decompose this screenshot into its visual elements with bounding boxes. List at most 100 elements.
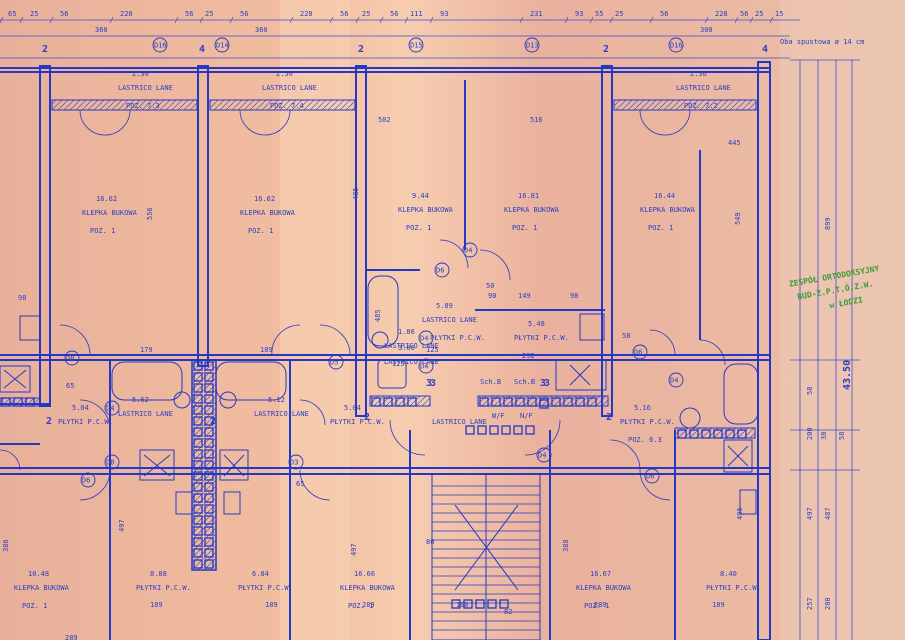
dimension-label: 98: [570, 292, 578, 300]
door-tag-circle: [64, 350, 80, 366]
room-label: LASTRICO LANE: [118, 84, 173, 92]
vent-block: [551, 397, 561, 407]
door-tag-circle: [104, 454, 120, 470]
vent-block: [193, 493, 203, 503]
door-tag-label: D8: [66, 355, 74, 363]
door-tag-circle: [418, 358, 434, 374]
room-label: KLEPKA BUKOWA: [340, 584, 396, 592]
dimension-label: 100: [456, 601, 469, 609]
room-position: POZ. 1: [648, 224, 673, 232]
door-tag-label: D8: [106, 459, 114, 467]
dimension-tick: [379, 16, 384, 24]
second-dimension-label: 300: [700, 26, 713, 34]
vertical-dimension-label: 43.50: [842, 360, 853, 390]
door-tag-circle: [462, 242, 478, 258]
door-tag-circle: [524, 37, 540, 53]
room-position: PŁYTKI P.C.W.: [430, 334, 485, 342]
dimension-label: 82: [504, 608, 512, 616]
vertical-dimension-label: 58: [838, 432, 846, 440]
room-area: 5.48: [528, 320, 545, 328]
axis-marker-label: 4: [762, 44, 768, 55]
top-dimension-label: 15: [775, 10, 783, 18]
door-tag-label: D6: [634, 349, 642, 357]
dimension-label: 189: [260, 346, 273, 354]
vent-block: [204, 559, 214, 569]
vent-block: [193, 482, 203, 492]
dimension-label: 80: [426, 538, 434, 546]
vent-block: [563, 397, 573, 407]
dimension-tick: [649, 16, 654, 24]
dimension-tick: [109, 16, 114, 24]
door-tag-circle: [408, 37, 424, 53]
axis-marker-label: 4: [199, 44, 205, 55]
vent-block: [204, 471, 214, 481]
dimension-label: 289: [362, 601, 375, 609]
door-tag-label: D3: [290, 459, 298, 467]
top-dimension-label: 231: [530, 10, 543, 18]
vent-block: [204, 383, 214, 393]
axis-marker-label: 2: [358, 44, 364, 55]
stair-treads: [432, 485, 540, 631]
section-mark: 3: [540, 378, 546, 389]
section-mark: 2: [210, 416, 216, 427]
top-dimension-lines: [0, 19, 800, 59]
room-label: PŁYTKI P.C.W.: [706, 584, 761, 592]
room-position: POZ. 7.4: [270, 102, 304, 110]
axis-marker-label: 2: [42, 44, 48, 55]
door-tag-circle: [418, 330, 434, 346]
vent-block: [465, 425, 475, 435]
door-tag-circle: [644, 468, 660, 484]
vent-block: [204, 427, 214, 437]
room-area: 16.62: [254, 195, 275, 203]
vent-block: [193, 383, 203, 393]
dimension-label: 50: [486, 282, 494, 290]
door-tag-label: D5: [330, 359, 338, 367]
room-label: PŁYTKI P.C.W.: [620, 418, 675, 426]
top-dimension-label: 56: [185, 10, 193, 18]
room-position: 292: [522, 352, 535, 360]
vertical-dimension-label: 497: [806, 507, 814, 520]
dimension-tick: [49, 16, 54, 24]
dimension-tick: [429, 16, 434, 24]
vent-block: [204, 416, 214, 426]
room-position: POZ. 1: [90, 227, 115, 235]
top-dimension-label: 93: [575, 10, 583, 18]
room-position: POZ. 1: [406, 224, 431, 232]
fixture-flag: N/F: [520, 412, 533, 420]
room-label: KLEPKA BUKOWA: [640, 206, 696, 214]
vent-blocks: [1, 361, 747, 609]
axis-marker-label: 2: [603, 44, 609, 55]
vent-block: [204, 460, 214, 470]
section-mark: 3: [544, 378, 550, 389]
room-label: LASTRICO LANE: [254, 410, 309, 418]
vent-block: [1, 397, 11, 407]
top-dimension-label: 111: [410, 10, 423, 18]
dimension-tick: [174, 16, 179, 24]
dimension-tick: [734, 16, 739, 24]
vent-block: [204, 405, 214, 415]
vent-block: [25, 397, 35, 407]
room-label: KLEPKA BUKOWA: [504, 206, 560, 214]
room-label: KLEPKA BUKOWA: [398, 206, 454, 214]
vertical-dimension-label: 257: [806, 597, 814, 610]
room-area: 1.86: [398, 328, 415, 336]
vent-block: [491, 397, 501, 407]
door-tag-circle: [536, 447, 552, 463]
room-area: 5.16: [634, 404, 651, 412]
door-tag-label: D4: [420, 335, 428, 343]
door-tag-label: D6: [82, 477, 90, 485]
vent-block: [193, 504, 203, 514]
vent-block: [503, 397, 513, 407]
vent-block: [193, 460, 203, 470]
vent-block: [451, 599, 461, 609]
dimension-tick: [769, 16, 774, 24]
door-tag-circle: [214, 37, 230, 53]
dimension-label: 445: [728, 139, 741, 147]
room-area: 5.04: [72, 404, 89, 412]
top-dimension-label: 56: [60, 10, 68, 18]
room-label: KLEPKA BUKOWA: [576, 584, 632, 592]
door-tag-label: D6: [646, 473, 654, 481]
door-tag-label: D4: [420, 363, 428, 371]
dimension-label: 386: [2, 539, 10, 552]
